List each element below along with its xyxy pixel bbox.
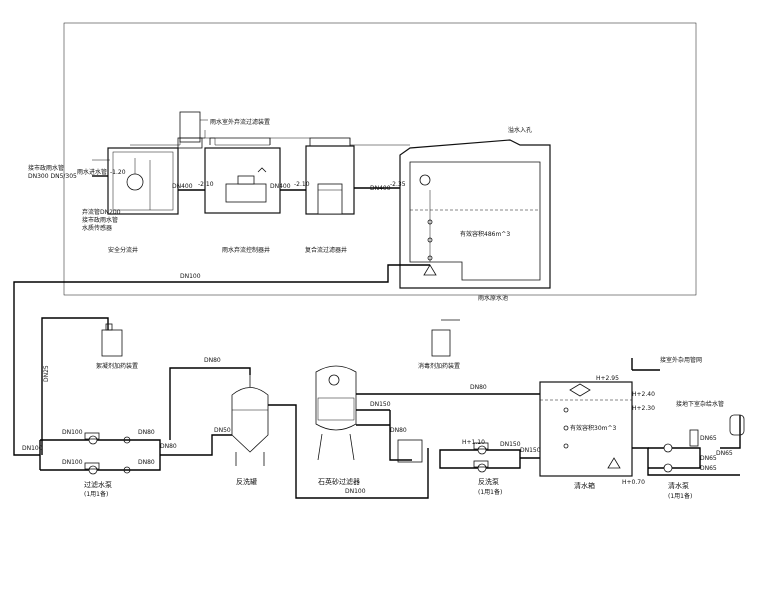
dn25-label: DN25 bbox=[43, 365, 50, 382]
h4: H+0.70 bbox=[622, 479, 645, 486]
safety-well bbox=[107, 147, 179, 215]
backwash-pump-label: 反洗泵 bbox=[478, 477, 499, 486]
disinfect-device bbox=[431, 319, 460, 357]
dn80-a: DN80 bbox=[138, 429, 155, 436]
diversion-well bbox=[204, 137, 281, 214]
dn-c: DN400 bbox=[370, 185, 391, 192]
dn100-b: DN100 bbox=[62, 459, 83, 466]
supply-pump-count: (1用1备) bbox=[668, 492, 692, 500]
dn65-c: DN65 bbox=[700, 465, 717, 472]
left-note-2: DN300 DN5/305 bbox=[28, 173, 77, 180]
filter-pump-group bbox=[39, 432, 161, 475]
dn100-a: DN100 bbox=[62, 429, 83, 436]
inlet-note-3: 水质传感器 bbox=[82, 224, 112, 232]
drain-box bbox=[397, 439, 423, 463]
dn150-c: DN150 bbox=[520, 447, 541, 454]
main-suction-pipe bbox=[13, 264, 430, 456]
dn150-a: DN150 bbox=[370, 401, 391, 408]
filter-well-label: 复合流过滤器井 bbox=[305, 246, 347, 254]
clear-tank-label: 清水箱 bbox=[574, 481, 595, 490]
safety-well-label: 安全分流井 bbox=[108, 246, 138, 254]
composite-filter-well bbox=[305, 137, 355, 215]
level-c: -2.10 bbox=[294, 181, 310, 188]
disinfect-label: 消毒剂加药装置 bbox=[418, 362, 460, 370]
dn-a: DN400 bbox=[172, 183, 193, 190]
backwash-tank bbox=[231, 375, 269, 466]
h5: H+1.10 bbox=[462, 439, 485, 446]
level-d: -2.35 bbox=[390, 181, 406, 188]
clear-water-tank bbox=[539, 381, 633, 477]
backwash-tank-label: 反洗罐 bbox=[236, 477, 257, 486]
level-b: -2.10 bbox=[198, 181, 214, 188]
left-note-1: 接市政雨水管 bbox=[28, 164, 64, 172]
supply-pump-group bbox=[648, 429, 701, 473]
diversion-well-label: 雨水弃流控制器井 bbox=[222, 246, 270, 254]
sand-filter bbox=[315, 365, 357, 461]
dosing-device bbox=[101, 323, 123, 357]
dn65-a: DN65 bbox=[700, 435, 717, 442]
backwash-pump-group bbox=[439, 442, 521, 473]
backwash-pump-count: (1用1备) bbox=[478, 488, 502, 496]
dn80-right: DN80 bbox=[390, 427, 407, 434]
supply-pump-label: 清水泵 bbox=[668, 481, 689, 490]
dn80-top: DN80 bbox=[204, 357, 221, 364]
inlet-note-1: 弃流管DN200 bbox=[82, 208, 121, 216]
h2: H+2.40 bbox=[632, 391, 655, 398]
dn80-mid: DN80 bbox=[160, 443, 177, 450]
dn100-main-label: DN100 bbox=[180, 273, 201, 280]
ground-line-2 bbox=[180, 137, 410, 146]
filter-pump-count: (1用1备) bbox=[84, 490, 108, 498]
top-device-label: 雨水室外弃流过滤装置 bbox=[210, 118, 270, 126]
top-right-note: 接室外杂用管网 bbox=[660, 356, 702, 364]
dn-b: DN400 bbox=[270, 183, 291, 190]
sand-filter-label: 石英砂过滤器 bbox=[318, 477, 360, 486]
dn100-bottom: DN100 bbox=[345, 488, 366, 495]
dn50: DN50 bbox=[214, 427, 231, 434]
h1: H+2.95 bbox=[596, 375, 619, 382]
upper-section-frame bbox=[63, 22, 697, 296]
inlet-note-2: 接市政雨水管 bbox=[82, 216, 118, 224]
raw-water-tank bbox=[399, 139, 551, 289]
rain-inlet-label: 雨水进水管 bbox=[77, 168, 107, 176]
dn65-d: DN65 bbox=[716, 450, 733, 457]
filter-pump-label: 过滤水泵 bbox=[84, 480, 112, 489]
overflow-label: 溢水入孔 bbox=[508, 126, 532, 134]
backwash-return bbox=[268, 404, 429, 499]
top-filter-device bbox=[177, 111, 203, 149]
dn80-b: DN80 bbox=[138, 459, 155, 466]
level-a: -1.20 bbox=[110, 169, 126, 176]
h3: H+2.30 bbox=[632, 405, 655, 412]
dn150-b: DN150 bbox=[500, 441, 521, 448]
underground-label: 接地下室杂给水管 bbox=[676, 400, 724, 408]
dn100-c: DN100 bbox=[22, 445, 43, 452]
raw-tank-label: 雨水原水池 bbox=[478, 294, 508, 302]
dosing-label: 絮凝剂加药装置 bbox=[96, 362, 138, 370]
clear-volume-label: 有效容积30m^3 bbox=[570, 424, 617, 432]
dn65-b: DN65 bbox=[700, 455, 717, 462]
tank-volume-label: 有效容积486m^3 bbox=[460, 230, 510, 238]
dn80-clear: DN80 bbox=[470, 384, 487, 391]
pressure-tank bbox=[729, 414, 745, 436]
ground-line bbox=[92, 130, 206, 161]
